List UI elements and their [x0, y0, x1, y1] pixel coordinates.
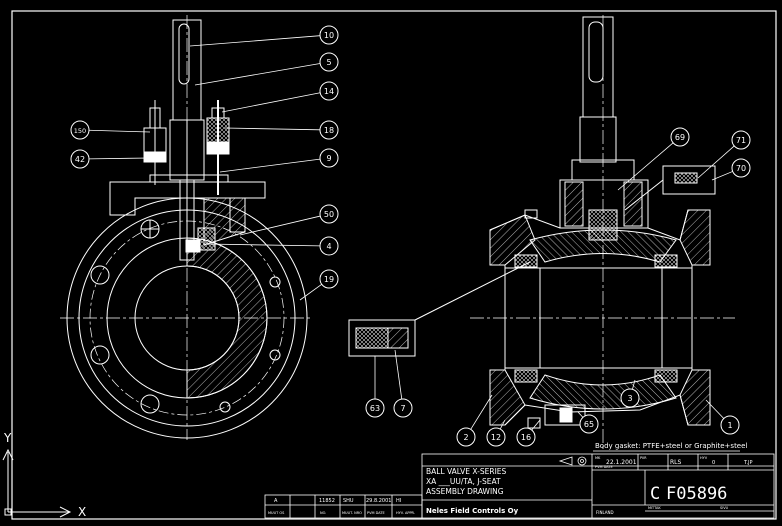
balloon-right-16[interactable]: 16: [516, 419, 541, 447]
tb-label-mk: MK: [595, 456, 601, 460]
balloon-left-18[interactable]: 18: [224, 120, 339, 140]
tb-label-drawn: PIIR: [640, 456, 647, 460]
balloon-label: 9: [326, 154, 331, 163]
balloon-label: 50: [324, 210, 334, 219]
balloon-left-42[interactable]: 42: [70, 149, 151, 169]
rev-number: 11852: [319, 498, 335, 504]
balloon-left-19[interactable]: 19: [299, 269, 339, 301]
drawing-frame: [11, 10, 777, 520]
balloon-label: 1: [727, 421, 732, 430]
balloon-label: 4: [326, 242, 331, 251]
balloon-label: 5: [326, 58, 331, 67]
company-country: FINLAND: [596, 510, 614, 515]
rev-header-5: HYV. APPR.: [396, 511, 415, 515]
balloon-right-12[interactable]: 12: [486, 419, 506, 447]
balloon-right-2[interactable]: 2: [456, 394, 493, 447]
balloon-right-3[interactable]: 3: [620, 379, 640, 408]
tb-label-date: PVM DATE: [595, 465, 613, 469]
balloon-right-1[interactable]: 1: [705, 399, 740, 435]
balloon-left-10[interactable]: 10: [189, 25, 339, 47]
balloon-label: 2: [463, 433, 468, 442]
ucs-y-label: Y: [3, 431, 12, 445]
rev-cell-1: 0: [712, 460, 715, 466]
ucs-icon: [2, 448, 72, 518]
rev-header-4: PVM DATE: [367, 511, 385, 515]
projection-symbol-icon: [558, 456, 587, 466]
balloon-label: 63: [370, 404, 380, 413]
balloon-label: 71: [736, 136, 746, 145]
balloon-left-14[interactable]: 14: [221, 81, 339, 113]
title-line-1: BALL VALVE X-SERIES: [426, 467, 507, 476]
balloon-left-150[interactable]: 150: [70, 120, 151, 140]
right-view[interactable]: [470, 15, 735, 450]
balloon-label: 10: [324, 31, 334, 40]
rev-header-2: NO.: [320, 511, 326, 515]
drawing-prefix: C: [650, 484, 660, 504]
balloon-label: 7: [400, 404, 405, 413]
tb-label-appr: HYV: [700, 456, 708, 460]
balloon-label: 12: [491, 433, 501, 442]
tb-label-sheet: SIVU: [720, 506, 729, 510]
drawing-date: 22.1.2001: [606, 459, 637, 466]
title-line-3: ASSEMBLY DRAWING: [426, 487, 504, 496]
company-name: Neles Field Controls Oy: [426, 507, 519, 515]
balloon-label: 14: [324, 87, 334, 96]
balloon-left-5[interactable]: 5: [194, 52, 339, 86]
balloon-right-69[interactable]: 69: [617, 127, 690, 191]
rev-header-1: MUUT OS: [268, 511, 285, 515]
balloon-label: 70: [736, 164, 746, 173]
balloon-right-70[interactable]: 70: [711, 158, 751, 181]
ucs-x-label: X: [78, 505, 86, 519]
balloon-left-9[interactable]: 9: [219, 148, 339, 173]
title-line-2: XA ___UU/TA, J-SEAT: [426, 477, 501, 486]
balloon-label: 18: [324, 126, 334, 135]
left-view[interactable]: [60, 15, 310, 440]
balloon-left-50[interactable]: 50: [239, 204, 339, 236]
title-block[interactable]: [264, 453, 775, 519]
balloon-left-4[interactable]: 4: [204, 236, 339, 256]
gasket-note: Body gasket: PTFE+steel or Graphite+stee…: [595, 442, 747, 450]
balloon-label: 69: [675, 133, 685, 142]
balloon-right-63[interactable]: 63: [365, 356, 385, 418]
balloon-right-7[interactable]: 7: [393, 349, 413, 418]
balloon-label: 16: [521, 433, 531, 442]
balloon-right-71[interactable]: 71: [697, 130, 751, 179]
drawn-by: RLS: [670, 459, 682, 466]
balloon-label: 150: [74, 127, 86, 135]
drawing-number: F05896: [666, 484, 727, 504]
rev-cell-2: T.JP: [743, 460, 753, 466]
balloon-right-65[interactable]: 65: [577, 411, 599, 434]
detail-views[interactable]: [348, 165, 716, 357]
rev-approval: HI: [396, 498, 401, 504]
rev-initials: SHU: [343, 498, 354, 504]
rev-letter: A: [274, 498, 278, 504]
balloon-layer[interactable]: 10 5 14 150 18 42 9 50 4 19 69 71 70 63 7 2 12 16 65 3 1: [70, 25, 751, 447]
balloon-label: 19: [324, 275, 334, 284]
tb-label-scale: MITTAK: [648, 506, 661, 510]
balloon-label: 65: [584, 420, 594, 429]
rev-header-3: MUUT. NRO: [342, 511, 362, 515]
rev-date: 29.8.2001: [366, 498, 391, 504]
balloon-label: 3: [627, 394, 632, 403]
balloon-label: 42: [75, 155, 85, 164]
